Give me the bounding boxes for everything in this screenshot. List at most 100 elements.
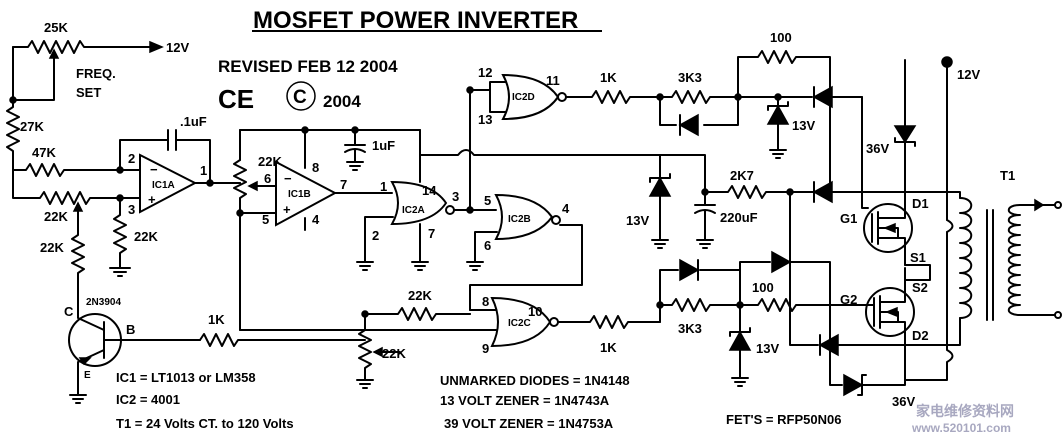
freq-set-pot: 25K 12V FREQ. SET [12, 20, 189, 101]
base-label: B [126, 322, 135, 337]
svg-text:5: 5 [484, 193, 491, 208]
freq-label: FREQ. [76, 66, 116, 81]
pot-22k-bottom-label: 22K [382, 346, 406, 361]
svg-text:−: − [150, 162, 158, 177]
r3k3-bottom-label: 3K3 [678, 321, 702, 336]
svg-text:12: 12 [478, 65, 492, 80]
watermark-cn: 家电维修资料网 [916, 403, 1014, 419]
svg-text:14: 14 [422, 183, 437, 198]
ce-mark: CE [218, 84, 254, 114]
pot-22k-ic1b: 22K [233, 154, 282, 331]
r25k-label: 25K [44, 20, 68, 35]
svg-text:1: 1 [200, 163, 207, 178]
transistor-2n3904: 2N3904 C B E [64, 294, 201, 404]
note-13v-zener: 13 VOLT ZENER = 1N4743A [440, 393, 610, 408]
resistor-2k7: 2K7 [704, 168, 791, 199]
r1k-bottom-label: 1K [600, 340, 617, 355]
ic2a-label: IC2A [402, 205, 425, 216]
zener-13v-mid-label: 13V [626, 213, 649, 228]
nor-gate-ic2c: IC2C 8 9 10 [482, 294, 559, 356]
supply-12v-right-label: 12V [957, 67, 980, 82]
note-fets: FET'S = RFP50N06 [726, 412, 841, 427]
copyright-symbol: C [293, 87, 307, 108]
capacitor-1uf: 1uF [344, 126, 395, 171]
pot-22k-label: 22K [44, 209, 68, 224]
note-ic2: IC2 = 4001 [116, 392, 180, 407]
svg-text:−: − [284, 171, 292, 186]
zener-36v-top: 36V [866, 119, 917, 193]
resistor-22k-collector: 22K [40, 214, 85, 296]
note-ic1: IC1 = LT1013 or LM358 [116, 370, 256, 385]
nor-gate-ic2b: IC2B 5 6 4 [484, 193, 570, 253]
resistor-22k-divider: 22K [109, 197, 158, 277]
svg-text:4: 4 [312, 212, 320, 227]
ic1a-label: IC1A [152, 180, 175, 191]
ic2c-label: IC2C [508, 318, 531, 329]
svg-text:3: 3 [452, 189, 459, 204]
ic2b-label: IC2B [508, 214, 531, 225]
r100-top-label: 100 [770, 30, 792, 45]
resistor-3k3-bottom: 3K3 [659, 269, 744, 336]
svg-text:2: 2 [128, 151, 135, 166]
svg-text:8: 8 [482, 294, 489, 309]
d2-label: D2 [912, 328, 929, 343]
r22k-divider-label: 22K [134, 229, 158, 244]
svg-text:7: 7 [340, 177, 347, 192]
zener-36v-bottom-label: 36V [892, 394, 915, 409]
s1-label: S1 [910, 250, 926, 265]
transformer-t1: T1 [904, 168, 1062, 381]
svg-text:9: 9 [482, 341, 489, 356]
s2-label: S2 [912, 280, 928, 295]
r1k-top-label: 1K [600, 70, 617, 85]
opamp-ic1b: − + IC1B 6 5 8 4 7 [262, 160, 347, 227]
mosfet-q2: G2 S2 D2 [840, 274, 929, 346]
pot-22k-bottom: 22K [356, 313, 406, 389]
g2-label: G2 [840, 292, 857, 307]
resistor-1k-base: 1K [199, 312, 366, 347]
r47k-label: 47K [32, 145, 56, 160]
note-diodes: UNMARKED DIODES = 1N4148 [440, 373, 630, 388]
svg-text:5: 5 [262, 212, 269, 227]
zener-36v-top-label: 36V [866, 141, 889, 156]
d1-label: D1 [912, 196, 929, 211]
set-label: SET [76, 85, 101, 100]
svg-text:+: + [148, 192, 156, 207]
g1-label: G1 [840, 211, 857, 226]
svg-text:7: 7 [428, 226, 435, 241]
cap-220uf-label: 220uF [720, 210, 758, 225]
resistor-3k3-top: 3K3 [659, 70, 742, 137]
copyright-circle [286, 81, 316, 111]
note-39v-zener: 39 VOLT ZENER = 1N4753A [444, 416, 614, 431]
ic2d-label: IC2D [512, 92, 535, 103]
collector-label: C [64, 304, 74, 319]
cap-01uf-label: .1uF [180, 114, 207, 129]
opamp-ic1a: − + IC1A 2 3 1 [128, 151, 207, 217]
svg-text:6: 6 [264, 171, 271, 186]
note-t1: T1 = 24 Volts CT. to 120 Volts [116, 416, 294, 431]
diode-upper-drain [789, 180, 906, 204]
cap-1uf-label: 1uF [372, 138, 395, 153]
transistor-label: 2N3904 [86, 297, 121, 308]
svg-text:4: 4 [562, 201, 570, 216]
r27k-label: 27K [20, 119, 44, 134]
t1-label: T1 [1000, 168, 1015, 183]
r22k-mid-label: 22K [408, 288, 432, 303]
revision-date: REVISED FEB 12 2004 [218, 57, 398, 76]
zener-13v-bottom-label: 13V [756, 341, 779, 356]
r22k-collector-label: 22K [40, 240, 64, 255]
resistor-100-bottom: 100 [739, 280, 875, 312]
supply-12v-label: 12V [166, 40, 189, 55]
capacitor-220uf: 220uF [694, 204, 758, 249]
r3k3-top-label: 3K3 [678, 70, 702, 85]
zener-13v-top: 13V [766, 93, 815, 159]
r100-bottom-label: 100 [752, 280, 774, 295]
nor-gate-ic2d: IC2D 12 13 11 [478, 65, 567, 127]
schematic-title: MOSFET POWER INVERTER [253, 7, 578, 34]
ic1b-label: IC1B [288, 189, 311, 200]
resistor-22k-mid: 22K [361, 288, 471, 321]
pot-22k-left: 22K [12, 169, 141, 224]
resistor-47k: 47K [12, 145, 141, 177]
svg-text:3: 3 [128, 202, 135, 217]
svg-text:10: 10 [528, 304, 542, 319]
